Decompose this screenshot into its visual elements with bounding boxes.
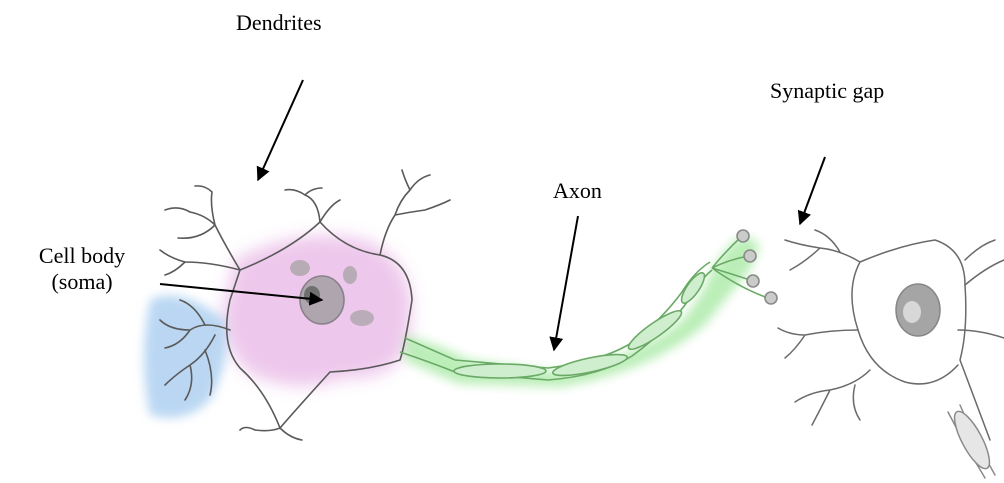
synaptic-gap-arrow <box>800 157 825 224</box>
cell-body-label: Cell body (soma) <box>12 243 152 295</box>
cell-body-label-line2: (soma) <box>12 269 152 295</box>
cell-body-label-line1: Cell body <box>12 243 152 269</box>
postsynaptic-neuron <box>778 230 1004 478</box>
axon-label: Axon <box>553 178 602 204</box>
synaptic-gap-label: Synaptic gap <box>770 78 884 104</box>
dendrites-label: Dendrites <box>236 10 322 36</box>
axon-arrow <box>554 216 578 350</box>
dendrites-arrow <box>258 80 303 180</box>
